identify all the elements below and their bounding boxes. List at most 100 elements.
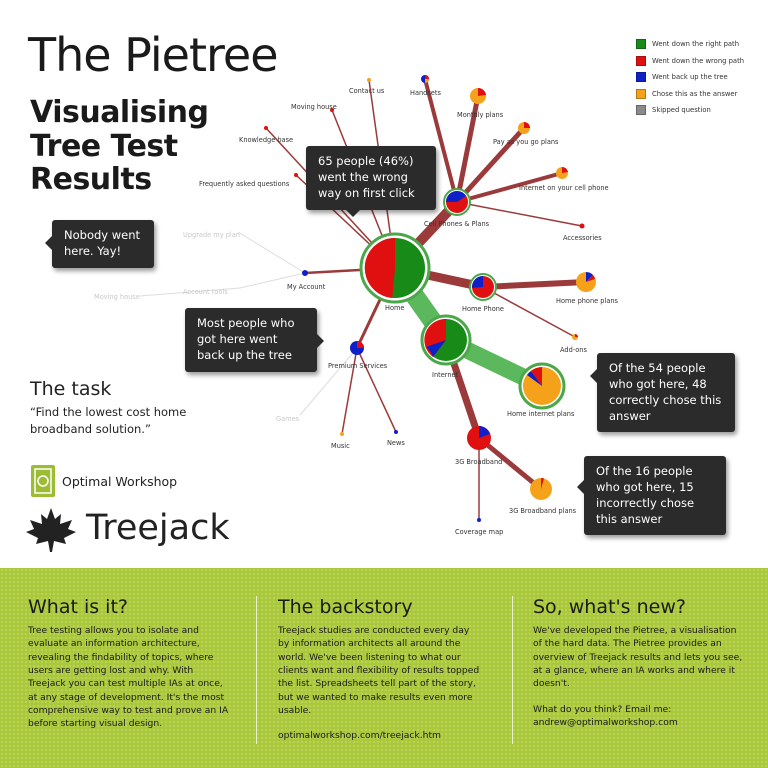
edge (456, 171, 563, 204)
pie-home-phone-plans (576, 272, 596, 292)
node-label: Accessories (563, 234, 602, 242)
legend-item: Skipped question (636, 102, 744, 119)
maple-leaf-icon (26, 508, 76, 552)
edge (341, 347, 358, 435)
footer-contact: What do you think? Email me: (533, 703, 672, 715)
optimal-workshop-label: Optimal Workshop (62, 474, 178, 489)
treejack-label: Treejack (86, 508, 230, 548)
legend-label: Went down the right path (652, 40, 740, 49)
node-label: Monthly plans (457, 111, 504, 119)
footer-col-backstory: The backstory Treejack studies are condu… (278, 596, 483, 743)
callout-incorrect-answer: Of the 16 people who got here, 15 incorr… (577, 456, 726, 536)
subtitle-line: Results (30, 162, 152, 198)
pie-premium-services (350, 341, 364, 355)
pie-home (359, 232, 431, 304)
optimal-workshop-logo-icon (31, 465, 55, 497)
footer-col-new: So, what's new? We've developed the Piet… (533, 596, 748, 729)
pie-internet (420, 314, 472, 366)
node-label: News (387, 439, 405, 447)
callout-correct-answer: Of the 54 people who got here, 48 correc… (590, 353, 735, 433)
page-subtitle: Visualising Tree Test Results (30, 95, 209, 198)
node-label: Account tools (183, 288, 228, 296)
legend-label: Skipped question (652, 106, 711, 115)
edge (477, 436, 543, 491)
footer-text: We've developed the Pietree, a visualisa… (533, 625, 743, 690)
edge (482, 279, 587, 290)
edge (139, 287, 241, 297)
node-label: Knowledge base (239, 136, 293, 144)
node-label: Internet on your cell phone (519, 184, 609, 192)
task-text: “Find the lowest cost home broadband sol… (30, 405, 187, 436)
legend-item: Went back up the tree (636, 69, 744, 86)
node-my-account (302, 270, 308, 276)
node-label: Frequently asked questions (199, 180, 290, 188)
legend-label: Went down the wrong path (652, 56, 745, 65)
node-label: Games (276, 415, 300, 423)
legend-swatch (636, 105, 646, 116)
node-contact-us (367, 78, 371, 82)
node-label: Music (331, 442, 350, 450)
node-coverage-map (477, 518, 481, 522)
node-music (340, 432, 344, 436)
node-faq (294, 173, 298, 177)
footer-link[interactable]: optimalworkshop.com/treejack.htm (278, 730, 442, 742)
footer-heading: So, what's new? (533, 596, 686, 618)
callout-nobody-went: Nobody went here. Yay! (45, 220, 154, 268)
node-label: Moving house (291, 103, 337, 111)
edge (455, 126, 526, 204)
legend-swatch (636, 55, 646, 66)
node-label: 3G Broadband (455, 458, 502, 466)
node-label: Coverage map (455, 528, 503, 536)
node-label: Contact us (349, 87, 385, 95)
edge (482, 286, 576, 338)
legend: Went down the right path Went down the w… (636, 36, 744, 119)
edge (356, 347, 397, 433)
edge (454, 95, 481, 203)
node-moving-house (330, 108, 334, 112)
node-news (394, 430, 398, 434)
node-label: Home (385, 304, 404, 312)
legend-swatch (636, 72, 646, 83)
footer-email-link[interactable]: andrew@optimalworkshop.com (533, 717, 678, 729)
edge (239, 272, 306, 289)
legend-label: Chose this as the answer (652, 89, 738, 98)
pie-monthly-plans (470, 87, 486, 104)
node-label: Moving house (94, 293, 140, 301)
pie-3g-broadband-plans (530, 477, 552, 500)
node-label: Pay as you go plans (493, 138, 559, 146)
legend-swatch (636, 88, 646, 99)
footer-heading: What is it? (28, 596, 128, 618)
footer-text: Treejack studies are conducted every day… (278, 625, 480, 717)
node-label: Home phone plans (556, 297, 619, 305)
node-label: Add-ons (560, 346, 587, 354)
node-label: Cell Phones & Plans (424, 220, 490, 228)
node-knowledge-base (264, 126, 268, 130)
pie-3g-broadband (467, 426, 491, 450)
pietree-diagram: Home Cell Phones & Plans Home Phone Inte… (94, 75, 619, 536)
task-heading: The task (30, 378, 112, 400)
edge (423, 78, 459, 203)
divider (512, 596, 513, 744)
edge (237, 231, 306, 274)
node-label: Home Phone (462, 305, 504, 313)
node-accessories (579, 223, 585, 229)
legend-swatch (636, 39, 646, 50)
footer-text: Tree testing allows you to isolate and e… (28, 625, 229, 730)
pie-pay-as-you-go (518, 122, 530, 134)
callout-back-up: Most people who got here went back up th… (185, 308, 324, 372)
callout-wrong-way: 65 people (46%) went the wrong way on fi… (306, 146, 436, 217)
pie-cell-phones (443, 188, 471, 216)
pie-handsets (421, 75, 429, 83)
pie-add-ons (572, 334, 578, 340)
pie-home-phone (469, 273, 497, 301)
edge (456, 201, 583, 227)
subtitle-line: Visualising (30, 95, 209, 130)
node-label: Home internet plans (507, 410, 575, 418)
node-label: Internet (432, 371, 459, 379)
footer-panel: What is it? Tree testing allows you to i… (0, 568, 768, 768)
footer-col-what: What is it? Tree testing allows you to i… (28, 596, 233, 731)
divider (256, 596, 257, 744)
node-label: Handsets (410, 89, 441, 97)
subtitle-line: Tree Test (30, 128, 178, 164)
edge (299, 347, 358, 416)
